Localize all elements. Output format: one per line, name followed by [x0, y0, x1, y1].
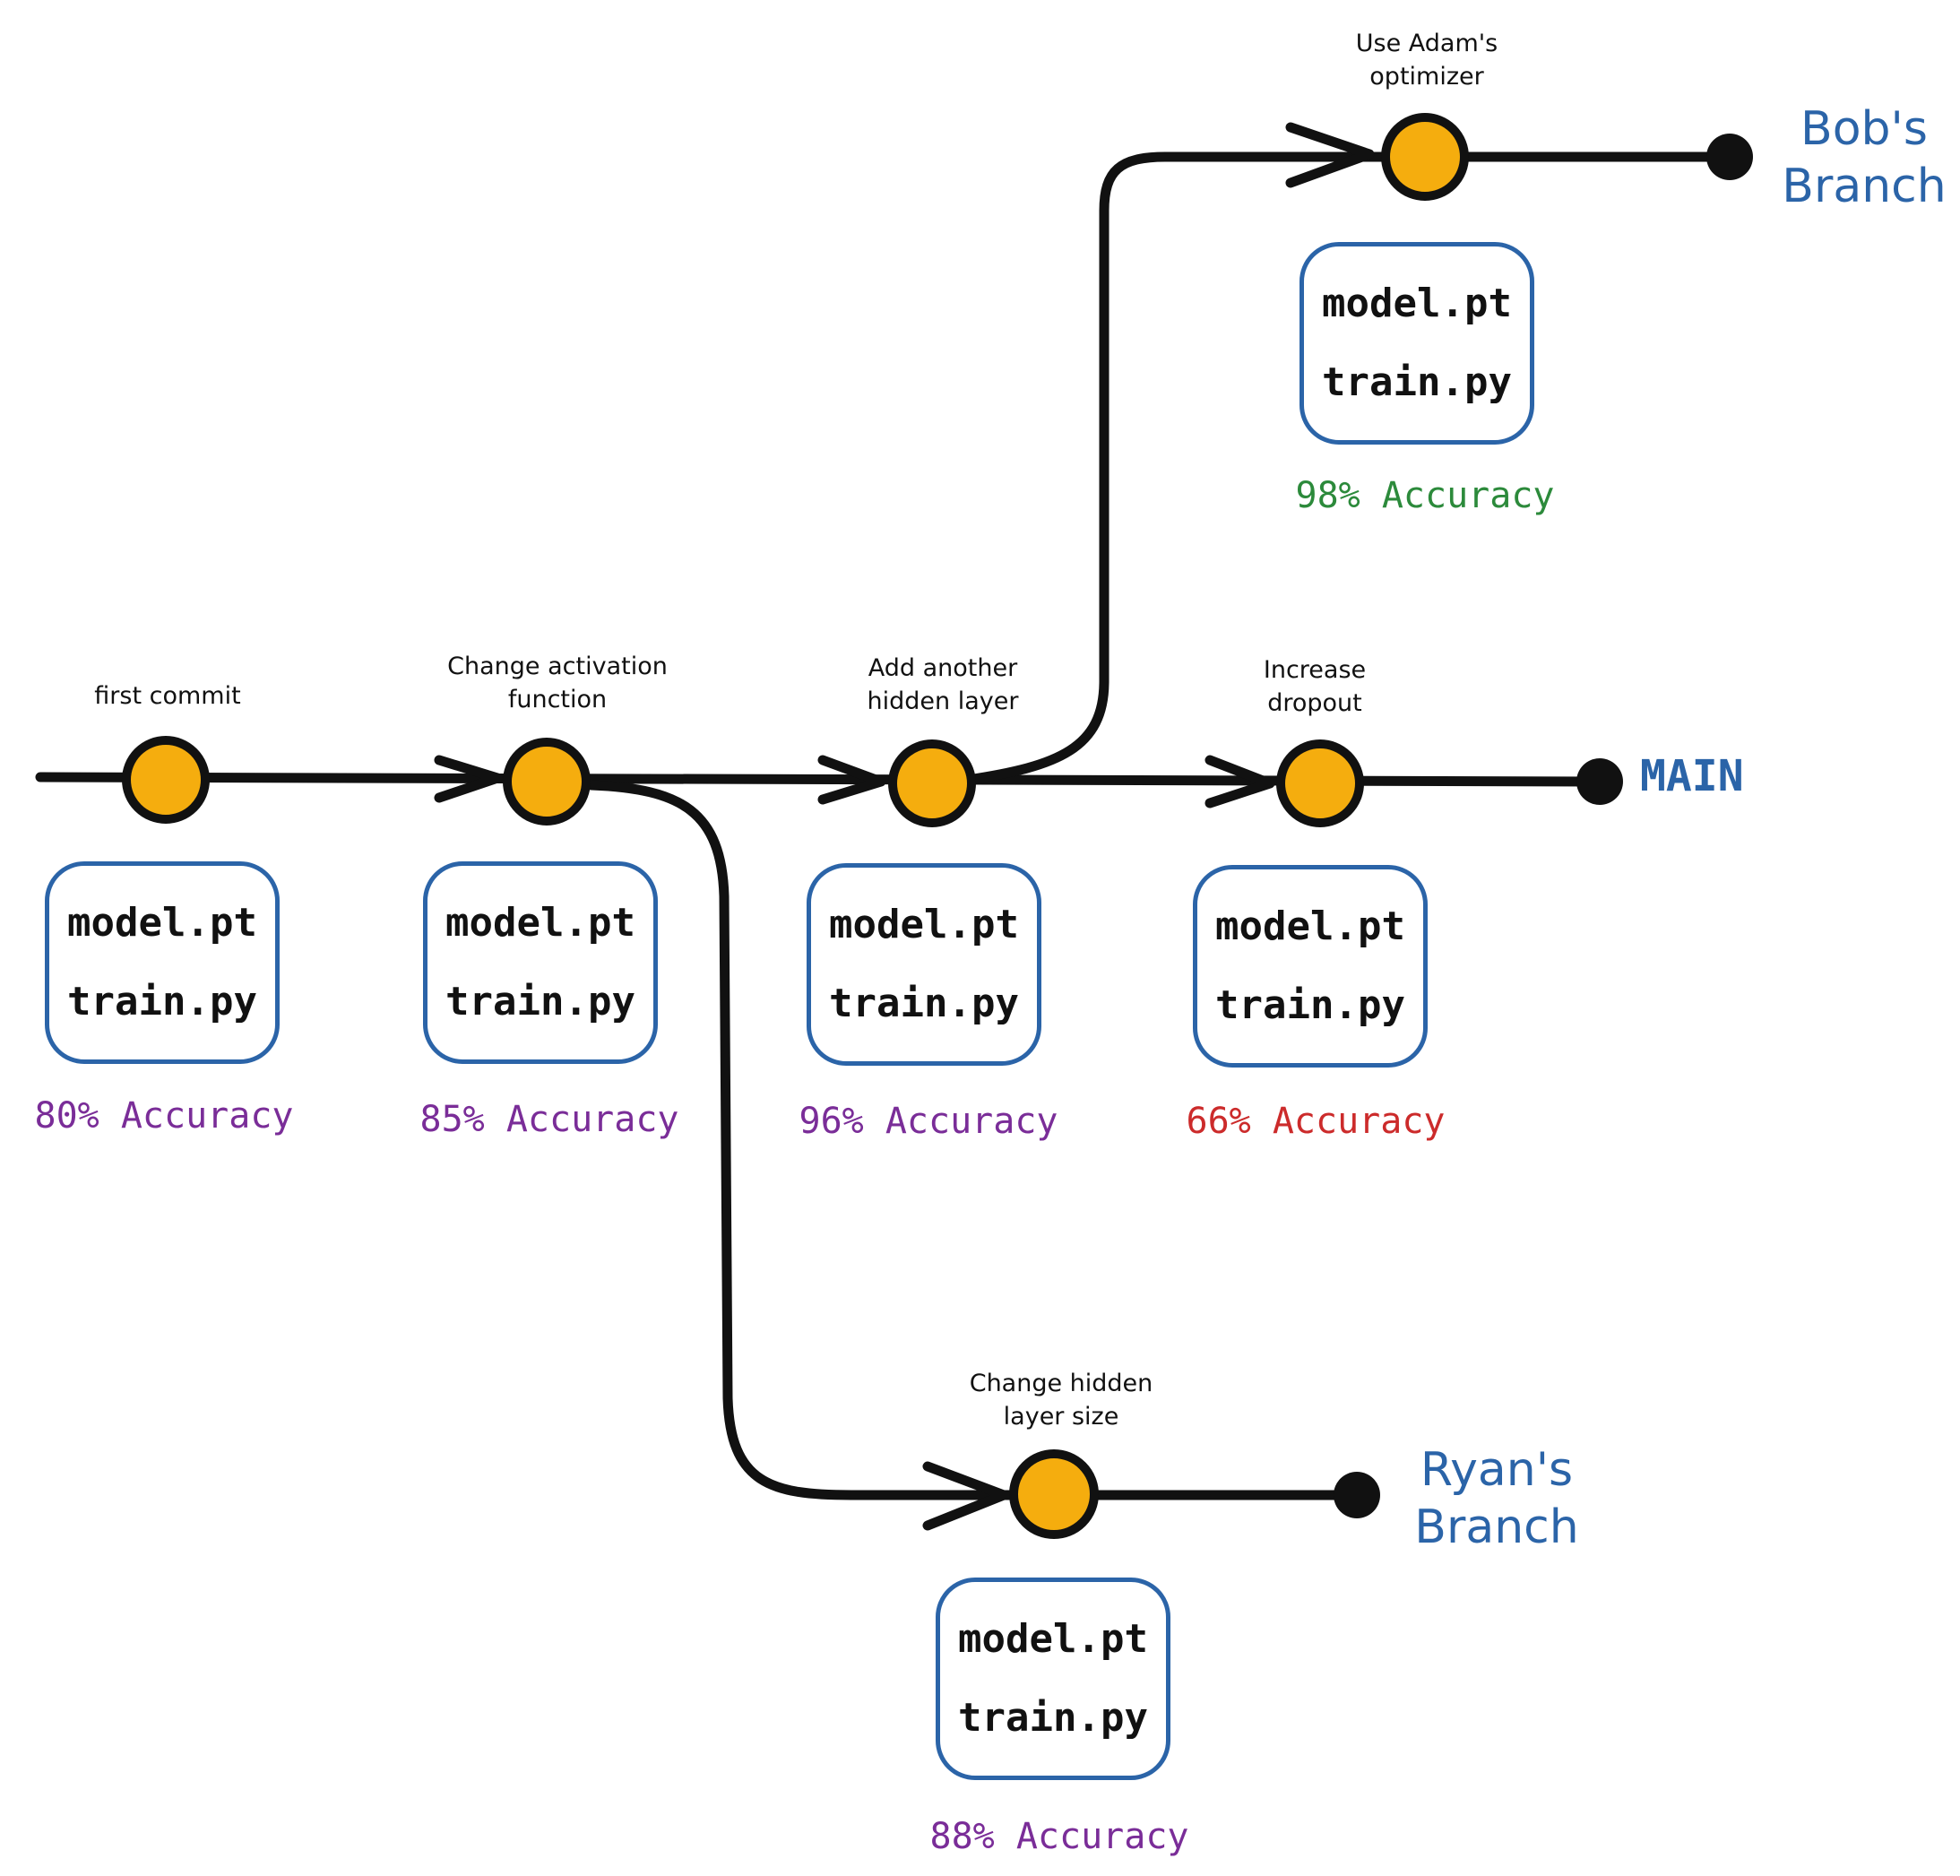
accuracy-label: 98% Accuracy — [1295, 475, 1555, 516]
file-name-train: train.py — [958, 1695, 1148, 1741]
commit-message-line: Increase — [1263, 656, 1367, 684]
accuracy-label: 66% Accuracy — [1186, 1101, 1446, 1142]
file-name-model: model.pt — [67, 900, 257, 946]
arrow-head — [922, 1461, 1009, 1531]
commit-node[interactable] — [1276, 739, 1364, 827]
commit-files-box: model.pt train.py — [1299, 242, 1534, 445]
commit-message-line: hidden layer — [867, 687, 1019, 715]
file-name-train: train.py — [1215, 982, 1405, 1028]
commit-message-line: layer size — [1003, 1403, 1119, 1431]
arrow-head — [434, 755, 503, 803]
file-name-train: train.py — [445, 979, 635, 1024]
file-name-train: train.py — [829, 981, 1019, 1026]
file-name-model: model.pt — [445, 900, 635, 946]
commit-files-box: model.pt train.py — [936, 1578, 1170, 1780]
branch-label-line: Branch — [1414, 1500, 1579, 1554]
branch-label-line: Bob's — [1800, 102, 1928, 156]
commit-node[interactable] — [888, 739, 976, 827]
commit-message-line: Change hidden — [969, 1370, 1153, 1397]
main-branch-label: MAIN — [1640, 751, 1744, 801]
commit-node[interactable] — [503, 738, 591, 826]
commit-message: Change activation function — [447, 650, 668, 716]
accuracy-label: 80% Accuracy — [34, 1095, 294, 1137]
main-branch-line — [35, 772, 1605, 787]
commit-message-line: Change activation — [447, 653, 668, 680]
commit-node[interactable] — [122, 736, 210, 824]
accuracy-label: 96% Accuracy — [799, 1101, 1058, 1142]
commit-files-box: model.pt train.py — [423, 861, 658, 1064]
commit-message: Increase dropout — [1264, 653, 1366, 720]
commit-message-line: function — [507, 686, 608, 713]
file-name-model: model.pt — [1322, 281, 1512, 326]
accuracy-label: 85% Accuracy — [419, 1099, 679, 1140]
commit-message-line: optimizer — [1369, 63, 1484, 91]
commit-files-box: model.pt train.py — [45, 861, 280, 1064]
commit-message: first commit — [94, 679, 240, 713]
commit-message: Use Adam's optimizer — [1356, 27, 1498, 93]
bob-branch-line — [963, 151, 1735, 785]
commit-files-box: model.pt train.py — [807, 863, 1041, 1066]
commit-message-line: first commit — [94, 682, 241, 710]
ryan-branch-label: Ryan's Branch — [1414, 1441, 1578, 1556]
file-name-train: train.py — [1322, 359, 1512, 405]
accuracy-label: 88% Accuracy — [929, 1816, 1189, 1857]
arrow-head — [817, 755, 886, 805]
branch-label-line: Ryan's — [1420, 1443, 1574, 1497]
commit-message: Add another hidden layer — [868, 652, 1019, 718]
bob-branch-end-dot — [1706, 134, 1753, 180]
commit-message-line: Use Adam's — [1355, 30, 1498, 57]
commit-node[interactable] — [1009, 1449, 1099, 1539]
file-name-model: model.pt — [958, 1616, 1148, 1662]
commit-files-box: model.pt train.py — [1193, 865, 1428, 1068]
commit-node[interactable] — [1381, 113, 1469, 201]
file-name-model: model.pt — [829, 902, 1019, 947]
ryan-branch-end-dot — [1334, 1472, 1380, 1518]
commit-message-line: dropout — [1267, 689, 1362, 717]
ryan-branch-line — [586, 780, 1359, 1500]
branch-label-line: Branch — [1782, 160, 1947, 213]
commit-message-line: Add another — [868, 654, 1018, 682]
arrow-head — [1204, 755, 1275, 808]
file-name-model: model.pt — [1215, 903, 1405, 949]
main-branch-end-dot — [1576, 758, 1623, 805]
bob-branch-label: Bob's Branch — [1782, 100, 1946, 215]
commit-message: Change hidden layer size — [970, 1367, 1153, 1433]
file-name-train: train.py — [67, 979, 257, 1024]
arrow-head — [1285, 122, 1375, 188]
